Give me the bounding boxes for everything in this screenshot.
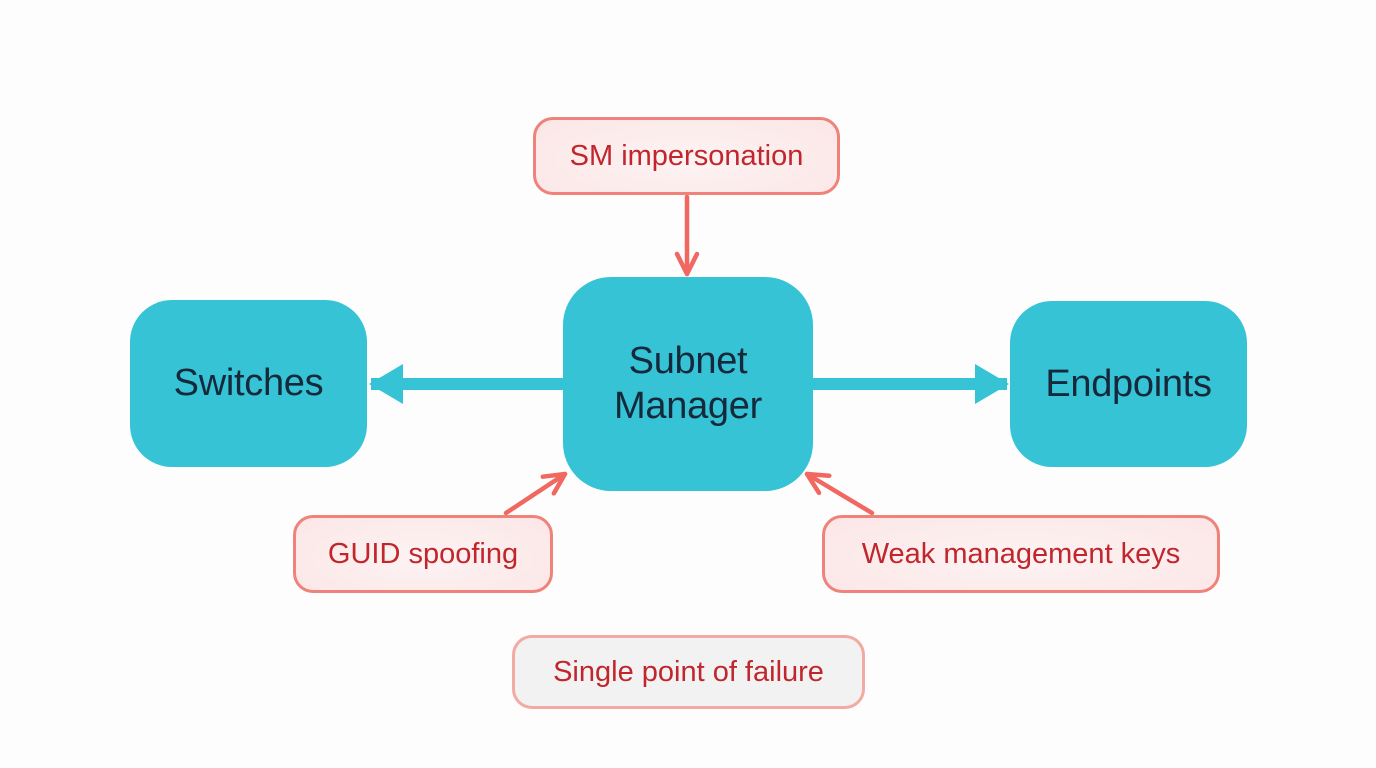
node-switches: Switches [130,300,367,467]
threat-guid-spoofing: GUID spoofing [293,515,553,593]
threat-sm-impersonation: SM impersonation [533,117,840,195]
arrow-weak-management-keys-icon [804,471,875,516]
threat-single-point-of-failure: Single point of failure [512,635,865,709]
arrow-guid-spoofing-icon [503,471,568,516]
node-endpoints: Endpoints [1010,301,1247,467]
threat-weak-management-keys: Weak management keys [822,515,1220,593]
node-subnet-manager: Subnet Manager [563,277,813,491]
